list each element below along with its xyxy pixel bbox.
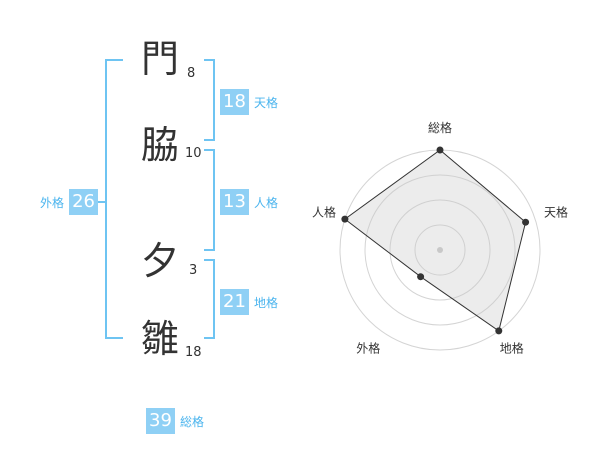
radar-axis-label-4: 外格: [356, 341, 380, 356]
jinkaku-result: 13 人格: [220, 189, 278, 215]
gaikaku-bracket: [105, 59, 123, 339]
radar-point-1: [436, 146, 444, 154]
chikaku-value: 21: [220, 289, 249, 315]
name-char-4: 雛: [141, 317, 180, 361]
jinkaku-bracket: [204, 149, 215, 251]
tenkaku-value: 18: [220, 89, 249, 115]
radar-center-dot: [437, 247, 443, 253]
radar-point-5: [341, 215, 349, 223]
jinkaku-value: 13: [220, 189, 249, 215]
name-char-1-strokes: 8: [187, 66, 196, 81]
radar-series-polygon: [344, 149, 527, 332]
name-char-2: 脇: [141, 123, 180, 167]
radar-point-2: [522, 218, 530, 226]
radar-point-3: [495, 327, 503, 335]
name-char-1: 門: [141, 37, 180, 81]
name-char-3: 夕: [141, 239, 180, 283]
chikaku-bracket: [204, 259, 215, 339]
radar-ring-2: [389, 199, 491, 301]
name-char-4-strokes: 18: [185, 345, 202, 360]
tenkaku-bracket: [204, 59, 215, 141]
jinkaku-label: 人格: [254, 196, 279, 210]
radar-axis-label-1: 総格: [428, 120, 452, 135]
gaikaku-result: 外格 26: [40, 189, 99, 215]
radar-point-4: [417, 273, 425, 281]
tenkaku-label: 天格: [254, 96, 279, 110]
chikaku-label: 地格: [254, 296, 279, 310]
soukaku-result: 39 総格: [146, 408, 204, 434]
name-char-3-strokes: 3: [189, 263, 198, 278]
radar-ring-3: [364, 174, 516, 326]
radar-axis-label-3: 地格: [500, 341, 524, 356]
gaikaku-value: 26: [69, 189, 99, 215]
gaikaku-label: 外格: [40, 196, 65, 210]
soukaku-label: 総格: [180, 415, 205, 429]
radar-axis-label-2: 天格: [544, 204, 568, 219]
chikaku-result: 21 地格: [220, 289, 278, 315]
radar-ring-1: [414, 224, 466, 276]
soukaku-value: 39: [146, 408, 175, 434]
radar-axis-label-5: 人格: [312, 204, 336, 219]
name-char-2-strokes: 10: [185, 146, 202, 161]
tenkaku-result: 18 天格: [220, 89, 278, 115]
